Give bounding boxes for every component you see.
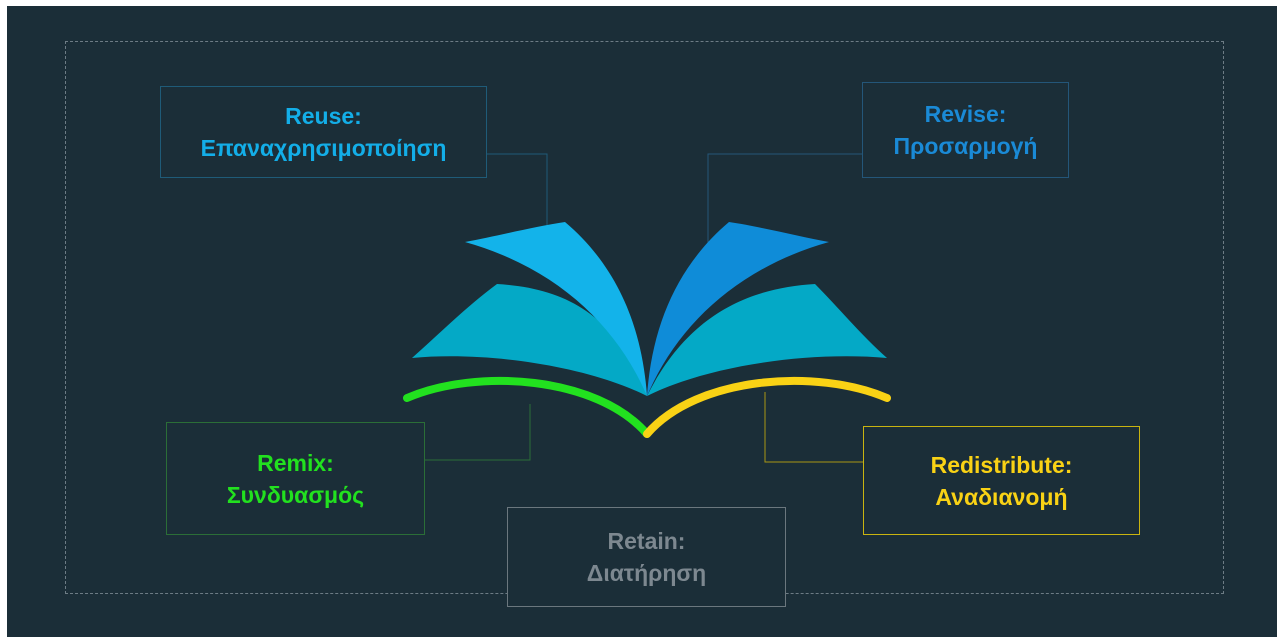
reuse-title: Reuse: [285, 103, 362, 129]
revise-title: Revise: [924, 101, 1007, 127]
book-base-yellow-arc [643, 376, 891, 438]
reuse-subtitle: Επαναχρησιμοποίηση [200, 135, 447, 161]
redistribute-title: Redistribute: [930, 451, 1073, 478]
book-page-right-outer [647, 284, 887, 396]
book-page-left-inner [465, 222, 647, 396]
connector-redistribute [764, 392, 863, 463]
revise-box: Revise: Προσαρμογή [862, 82, 1069, 178]
retain-title: Retain: [607, 528, 686, 554]
remix-subtitle: Συνδυασμός [226, 481, 365, 508]
revise-subtitle: Προσαρμογή [893, 133, 1038, 159]
redistribute-subtitle: Αναδιανομή [935, 483, 1068, 510]
retain-subtitle: Διατήρηση [586, 560, 707, 586]
remix-box: Remix: Συνδυασμός [166, 422, 425, 535]
redistribute-box: Redistribute: Αναδιανομή [863, 426, 1140, 535]
open-book-illustration [403, 153, 891, 463]
connector-revise [707, 153, 862, 246]
book-page-right-inner [647, 222, 829, 396]
remix-title: Remix: [257, 449, 334, 476]
book-base-green-arc [403, 376, 651, 438]
connector-reuse [487, 153, 548, 228]
diagram-canvas: Reuse: Επαναχρησιμοποίηση Revise: Προσαρ… [7, 6, 1277, 637]
connector-remix [425, 404, 531, 461]
book-page-left-outer [412, 284, 647, 396]
retain-box: Retain: Διατήρηση [507, 507, 786, 607]
reuse-box: Reuse: Επαναχρησιμοποίηση [160, 86, 487, 178]
